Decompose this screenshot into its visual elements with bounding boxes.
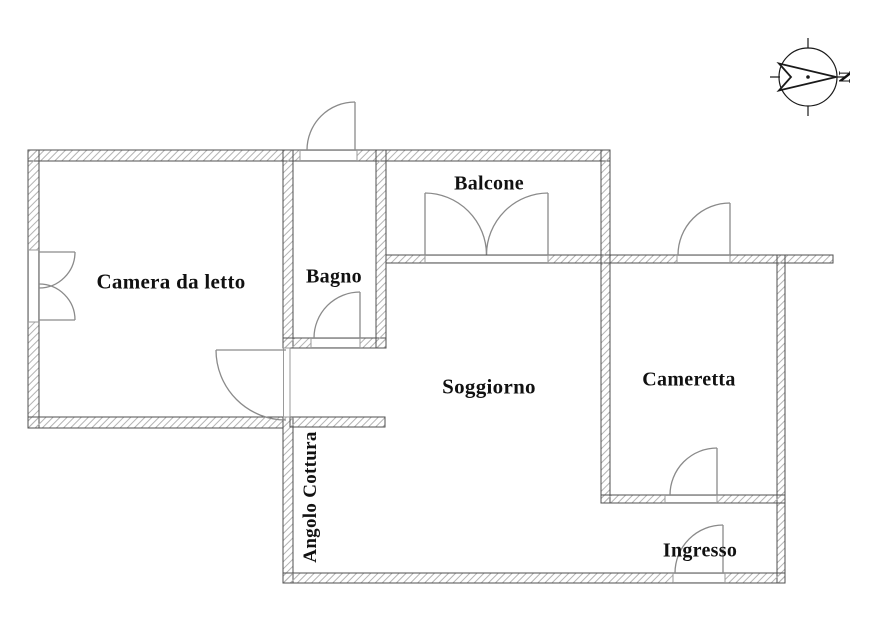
opening-camera-window — [28, 249, 39, 323]
wall-balcone-right-cameretta-left — [600, 149, 611, 504]
door-balcone-french — [424, 192, 549, 255]
wall-bottom — [282, 572, 786, 584]
opening-bagno-bottom-door — [310, 338, 361, 348]
door-cameretta — [669, 447, 718, 496]
room-label-balcone: Balcone — [454, 172, 524, 195]
opening-ingresso-door — [672, 573, 726, 583]
opening-balcone-french-door — [424, 255, 549, 263]
room-label-cameretta: Cameretta — [642, 368, 736, 391]
wall-bagno-left — [282, 149, 294, 349]
room-label-bagno: Bagno — [306, 265, 362, 288]
window-camera-da-letto — [38, 251, 76, 321]
wall-angolo-cottura-top — [289, 416, 386, 428]
wall-bagno-right — [375, 149, 387, 349]
compass-center-dot — [806, 75, 810, 79]
room-label-ingresso: Ingresso — [662, 539, 738, 562]
door-bagno-top — [306, 101, 356, 151]
opening-camera-door — [283, 347, 291, 418]
door-terrace — [677, 202, 731, 256]
doors-group — [38, 101, 731, 574]
opening-terrace-door — [676, 255, 731, 263]
door-bagno-bottom — [313, 291, 361, 339]
door-ingresso — [674, 524, 724, 574]
walls-group — [27, 149, 834, 584]
wall-angolo-cottura-left — [282, 416, 294, 584]
wall-camera-bottom — [27, 416, 284, 429]
opening-bagno-top-door — [299, 150, 358, 161]
wall-cameretta-right — [776, 254, 786, 584]
opening-cameretta-door — [664, 495, 718, 503]
room-label-camera-da-letto: Camera da letto — [96, 269, 246, 294]
compass-north-label: N — [835, 70, 854, 84]
door-camera-da-letto — [215, 349, 287, 421]
compass-north-icon — [770, 38, 846, 116]
room-label-soggiorno: Soggiorno — [442, 374, 536, 399]
compass-ticks — [770, 38, 846, 116]
room-label-angolo-cottura: Angolo Cottura — [300, 431, 321, 563]
openings-group — [28, 150, 731, 583]
